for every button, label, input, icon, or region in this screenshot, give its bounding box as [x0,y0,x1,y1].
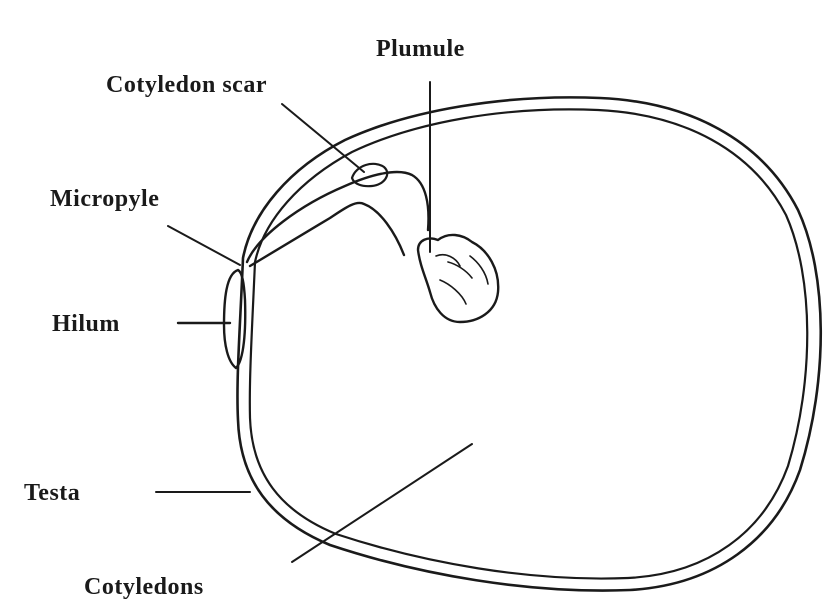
leader-lines [156,82,472,562]
seed-testa-outline [237,97,820,590]
cotyledons-leader [292,444,472,562]
label-hilum: Hilum [52,311,120,337]
label-micropyle: Micropyle [50,186,159,212]
label-cotyledon-scar: Cotyledon scar [106,72,267,98]
label-testa: Testa [24,480,80,506]
plumule-leaf-detail [436,255,488,304]
label-plumule: Plumule [376,36,465,62]
micropyle-leader [168,226,240,265]
label-cotyledons: Cotyledons [84,574,204,600]
